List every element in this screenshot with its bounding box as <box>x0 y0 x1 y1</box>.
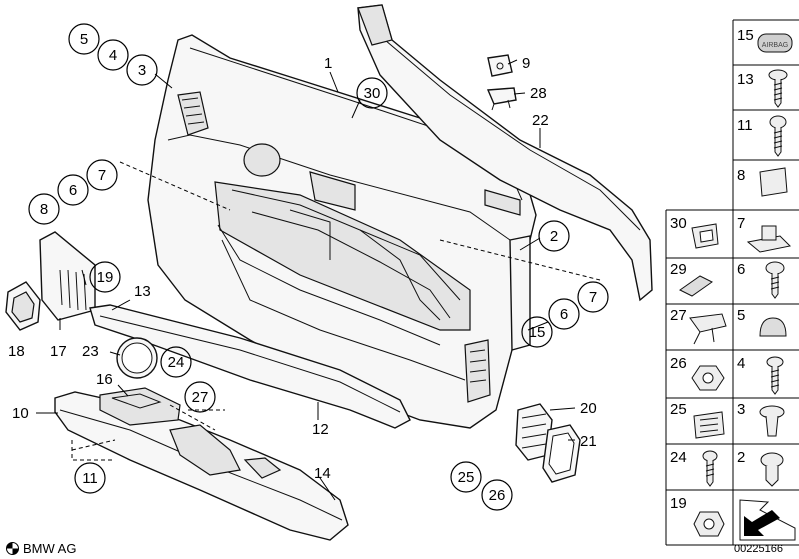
legend-num-24: 24 <box>670 449 687 466</box>
legend-num-2: 2 <box>737 449 745 466</box>
label-22: 22 <box>532 112 549 129</box>
callout-11: 11 <box>82 470 98 487</box>
legend-num-8: 8 <box>737 167 745 184</box>
expansion-rivet-icon <box>760 452 784 487</box>
cap-icon <box>759 317 787 337</box>
sill-strip-12-13 <box>89 304 411 429</box>
callout-2: 2 <box>550 228 558 245</box>
legend-num-30: 30 <box>670 215 687 232</box>
bmw-logo-icon <box>6 542 19 555</box>
legend-num-5: 5 <box>737 307 745 324</box>
label-18: 18 <box>8 343 25 360</box>
arrow-icon <box>739 499 796 541</box>
legend-num-4: 4 <box>737 355 745 372</box>
door-trim-panel <box>147 34 537 429</box>
expansion-rivet-icon <box>759 405 785 437</box>
callout-7b: 7 <box>589 289 597 306</box>
legend-num-25: 25 <box>670 401 687 418</box>
diagram-id: 00225166 <box>734 543 783 555</box>
callout-25: 25 <box>458 469 475 486</box>
callout-15: 15 <box>529 324 546 341</box>
label-21: 21 <box>580 433 597 450</box>
footer-brand: BMW AG <box>6 541 76 556</box>
armrest-lower-10-14 <box>54 387 349 541</box>
callout-5: 5 <box>80 31 88 48</box>
callout-6b: 6 <box>560 306 568 323</box>
speaker-grille <box>243 143 281 177</box>
callout-26: 26 <box>489 487 506 504</box>
bracket-17 <box>39 231 96 321</box>
badge-icon: AIRBAG <box>757 33 793 53</box>
trim-ring-18 <box>5 281 41 331</box>
plug-icon <box>679 275 713 297</box>
label-17: 17 <box>50 343 67 360</box>
screw-icon <box>766 356 784 395</box>
label-28: 28 <box>530 85 547 102</box>
legend-num-27: 27 <box>670 307 687 324</box>
clip-nut-icon <box>746 225 792 253</box>
label-1: 1 <box>324 55 332 72</box>
badge-text: AIRBAG <box>762 42 788 49</box>
screw-icon <box>765 261 785 299</box>
callout-4: 4 <box>109 47 117 64</box>
screw-icon <box>702 450 718 487</box>
label-16: 16 <box>96 371 113 388</box>
legend-num-13: 13 <box>737 71 754 88</box>
callouts: 5 4 3 30 7 6 8 19 2 7 6 15 24 27 11 25 2… <box>28 23 609 511</box>
ring-23 <box>116 337 158 379</box>
clip-icon <box>691 223 719 249</box>
footer-brand-text: BMW AG <box>23 541 77 556</box>
callout-3: 3 <box>138 62 146 79</box>
legend-num-26: 26 <box>670 355 687 372</box>
label-14: 14 <box>314 465 331 482</box>
nut-icon <box>691 365 725 391</box>
legend-num-29: 29 <box>670 261 687 278</box>
legend-num-19: 19 <box>670 495 687 512</box>
label-13: 13 <box>134 283 151 300</box>
callout-24: 24 <box>168 354 185 371</box>
callout-27: 27 <box>192 389 209 406</box>
callout-30: 30 <box>364 85 381 102</box>
legend-num-15: 15 <box>737 27 754 44</box>
cap-icon <box>759 167 788 197</box>
label-20: 20 <box>580 400 597 417</box>
clip-plate-icon <box>693 411 725 439</box>
legend-num-3: 3 <box>737 401 745 418</box>
label-10: 10 <box>12 405 29 422</box>
label-9: 9 <box>522 55 530 72</box>
frame-21 <box>542 424 581 483</box>
clip-part-28 <box>486 87 517 111</box>
callout-19: 19 <box>97 269 114 286</box>
screw-icon <box>769 115 787 157</box>
legend-num-11: 11 <box>737 117 753 134</box>
callout-7a: 7 <box>98 167 106 184</box>
spring-clip-icon <box>689 313 727 345</box>
legend-num-7: 7 <box>737 215 745 232</box>
armrest-strip-22 <box>357 4 653 302</box>
clip-part-9 <box>487 54 513 77</box>
callout-6a: 6 <box>69 182 77 199</box>
nut-icon <box>693 511 725 537</box>
legend-num-6: 6 <box>737 261 745 278</box>
screw-icon <box>768 69 788 108</box>
fastener-legend: 15 13 11 8 AIRBAG 30 7 29 6 27 5 <box>665 19 799 546</box>
label-23: 23 <box>82 343 99 360</box>
plain-labels: 1 9 28 22 13 17 18 23 16 10 12 14 20 21 <box>8 55 597 482</box>
callout-8: 8 <box>40 201 48 218</box>
label-12: 12 <box>312 421 329 438</box>
leader-lines <box>36 59 576 501</box>
